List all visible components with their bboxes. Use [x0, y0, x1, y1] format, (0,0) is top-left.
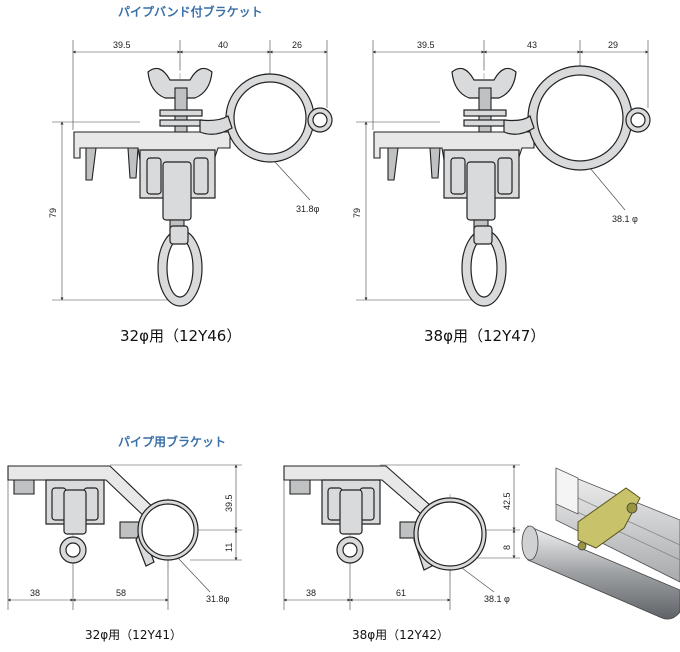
figure-12y47: 39.5 43 29 79 38.1 φ 38φ用（12Y47）: [352, 40, 651, 345]
dim-width-b: 58: [116, 588, 126, 598]
dim-height-b: 8: [502, 545, 512, 550]
dim-width-c: 26: [292, 40, 302, 50]
dim-width-a: 38: [306, 588, 316, 598]
dim-pipe-diameter: 38.1 φ: [612, 214, 638, 224]
section-title-band-bracket: パイプバンド付ブラケット: [118, 4, 263, 19]
dim-width-b: 43: [527, 40, 537, 50]
figure-12y46: 39.5 40 26 79: [48, 40, 333, 345]
caption-12y46: 32φ用（12Y46）: [120, 327, 241, 345]
dim-width-b: 40: [218, 40, 228, 50]
caption-12y41: 32φ用（12Y41）: [85, 628, 182, 642]
dim-width-a: 39.5: [417, 40, 435, 50]
dim-pipe-diameter: 31.8φ: [296, 204, 320, 214]
dim-height: 79: [48, 208, 58, 218]
caption-12y42: 38φ用（12Y42）: [352, 628, 449, 642]
installation-illustration: [521, 458, 680, 620]
dim-width-a: 39.5: [113, 40, 131, 50]
figure-12y42: 38 61 42.5 8 38.1 φ 38φ用（12Y42）: [283, 464, 520, 642]
dim-pipe-diameter: 38.1 φ: [484, 594, 510, 604]
dim-pipe-diameter: 31.8φ: [206, 594, 230, 604]
section-title-pipe-bracket: パイプ用ブラケット: [118, 434, 226, 449]
dim-width-c: 29: [608, 40, 618, 50]
figure-12y41: 38 58 39.5 11 31.8φ 32φ用（12Y41）: [7, 464, 242, 642]
dim-height-b: 11: [224, 543, 234, 552]
dim-width-a: 38: [30, 588, 40, 598]
dim-height-a: 42.5: [502, 492, 512, 510]
caption-12y47: 38φ用（12Y47）: [424, 327, 545, 345]
dim-height: 79: [352, 208, 362, 218]
dim-height-a: 39.5: [224, 494, 234, 512]
dim-width-b: 61: [396, 588, 406, 598]
